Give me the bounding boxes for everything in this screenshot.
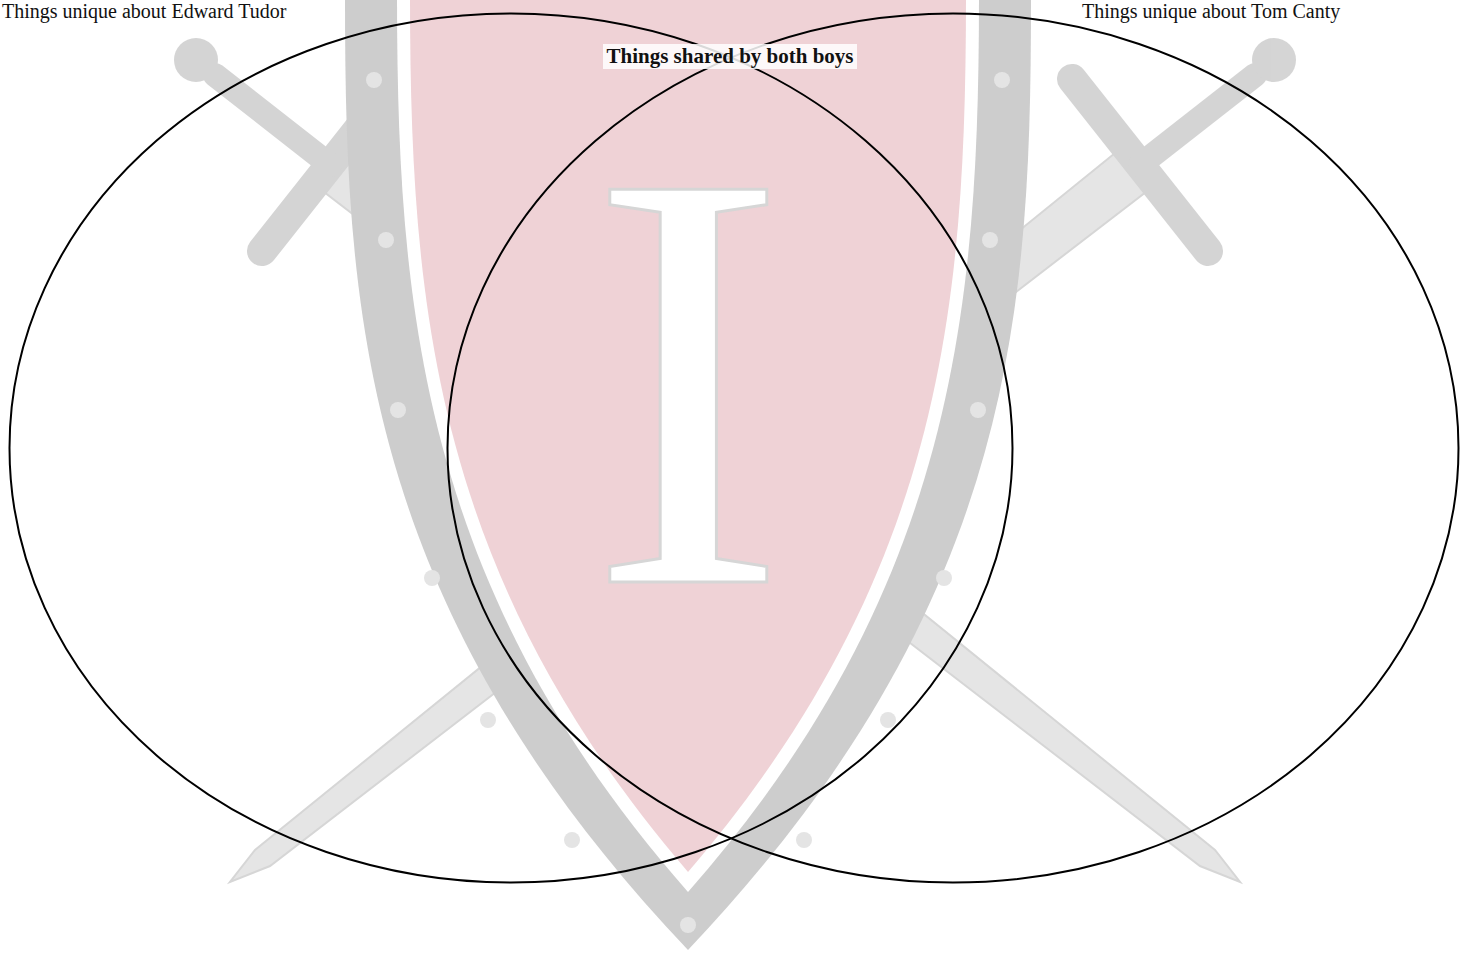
circle-line xyxy=(448,14,1459,883)
rivets xyxy=(366,72,1010,933)
circle-outline xyxy=(8,12,1014,884)
circle-line xyxy=(10,14,1013,883)
shield-field xyxy=(410,0,966,872)
shield-line xyxy=(397,0,979,892)
watermark-letter: I xyxy=(488,80,888,680)
circle-heading: Things unique about Tom Canty xyxy=(1082,0,1340,23)
overlap-heading: Things shared by both boys xyxy=(603,44,856,69)
circle-heading: Things unique about Edward Tudor xyxy=(2,0,286,23)
venn-circle: Things unique about Edward Tudor xyxy=(8,12,1014,884)
